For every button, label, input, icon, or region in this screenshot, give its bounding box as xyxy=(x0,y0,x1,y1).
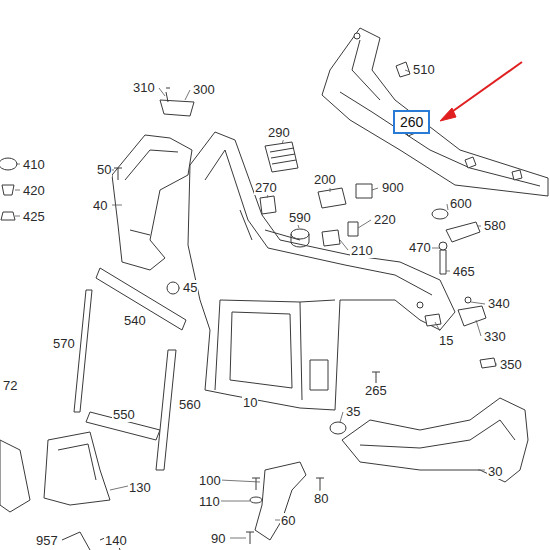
callout-number: 425 xyxy=(22,209,46,224)
callout-number: 570 xyxy=(52,336,76,351)
callout-number: 957 xyxy=(35,533,59,548)
callout-number: 330 xyxy=(483,329,507,344)
callout-number: 35 xyxy=(345,404,361,419)
highlighted-callout-box: 260 xyxy=(393,110,430,134)
callout-number: 350 xyxy=(499,357,523,372)
callout-number: 590 xyxy=(288,210,312,225)
callout-number: 15 xyxy=(438,333,454,348)
callout-number: 290 xyxy=(267,125,291,140)
callout-number: 510 xyxy=(412,62,436,77)
callout-number: 470 xyxy=(408,240,432,255)
callout-number: 420 xyxy=(22,183,46,198)
callout-number: 80 xyxy=(313,491,329,506)
callout-number: 100 xyxy=(198,473,222,488)
callout-number: 465 xyxy=(452,264,476,279)
callout-number: 560 xyxy=(178,397,202,412)
callout-number: 72 xyxy=(2,378,18,393)
callout-number: 600 xyxy=(449,196,473,211)
callout-number: 30 xyxy=(487,464,503,479)
callout-number: 265 xyxy=(364,383,388,398)
callout-number: 200 xyxy=(313,172,337,187)
callout-number: 110 xyxy=(198,494,221,509)
callout-number: 140 xyxy=(104,533,128,548)
callout-number: 270 xyxy=(254,180,278,195)
callout-number: 540 xyxy=(123,313,147,328)
callout-number: 900 xyxy=(381,180,405,195)
callout-number: 45 xyxy=(182,280,198,295)
callout-number: 410 xyxy=(22,157,46,172)
callout-number: 60 xyxy=(280,513,296,528)
callout-number: 340 xyxy=(487,296,511,311)
callout-number: 50 xyxy=(96,162,112,177)
callout-number: 90 xyxy=(210,531,226,546)
callout-number: 40 xyxy=(92,198,108,213)
callout-number: 220 xyxy=(373,212,397,227)
callout-number: 300 xyxy=(192,82,216,97)
callout-number: 130 xyxy=(128,480,152,495)
callout-number: 210 xyxy=(350,243,374,258)
callout-number: 550 xyxy=(112,407,136,422)
callout-number: 580 xyxy=(483,218,507,233)
callout-number: 260 xyxy=(400,114,423,130)
callout-number: 10 xyxy=(242,395,258,410)
callout-number: 310 xyxy=(132,80,156,95)
